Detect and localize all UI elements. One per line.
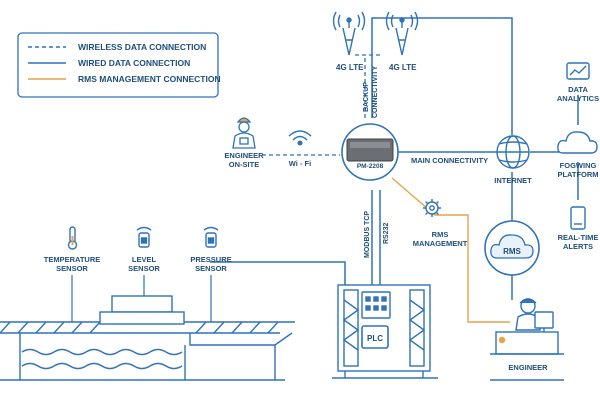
backup-label-2: CONNECTIVITY	[372, 66, 379, 118]
plc-label: PLC	[367, 334, 383, 343]
main-connectivity-label: MAIN CONNECTIVITY	[411, 156, 488, 165]
gear-icon	[423, 199, 441, 217]
pressure-sensor-icon	[203, 226, 219, 248]
rms-mgmt-label-2: MANAGEMENT	[413, 239, 468, 248]
rms-cloud-label: RMS	[503, 247, 521, 256]
level-label-1: LEVEL	[132, 255, 157, 264]
rms-cloud-node: RMS	[484, 220, 540, 276]
sensor-bus-link	[210, 261, 346, 290]
wifi-label: Wi - Fi	[289, 159, 311, 168]
water-basin	[0, 295, 295, 381]
lte-right-label: 4G LTE	[389, 63, 417, 72]
modbus-label: MODBUS TCP	[364, 211, 371, 258]
lte-left-label: 4G LTE	[336, 63, 364, 72]
sensor-drop-lines	[71, 275, 212, 322]
alerts-label-1: REAL-TIME	[558, 233, 599, 242]
backup-wired-link	[371, 17, 513, 135]
fogwing-label-1: FOGWING	[560, 161, 597, 170]
rms-management-link	[391, 177, 510, 323]
lte-tower-left	[332, 11, 366, 56]
engineer-onsite-label-1: ENGINEER	[224, 151, 264, 160]
engineer-onsite-icon	[232, 117, 256, 149]
engineer-label: ENGINEER	[508, 363, 548, 372]
legend-box	[17, 32, 219, 98]
data-analytics-label-2: ANALYTICS	[557, 94, 599, 103]
router-model: PM-2208	[357, 163, 384, 170]
wifi-icon	[288, 130, 312, 146]
legend-wired-label: WIRED DATA CONNECTION	[78, 58, 190, 68]
legend-wireless-label: WIRELESS DATA CONNECTION	[78, 42, 206, 52]
legend-rms-label: RMS MANAGEMENT CONNECTION	[78, 74, 221, 84]
rms-mgmt-label-1: RMS	[432, 230, 449, 239]
monitor-icon	[566, 62, 590, 80]
internet-label: INTERNET	[494, 176, 532, 185]
legend: WIRELESS DATA CONNECTION WIRED DATA CONN…	[17, 32, 221, 98]
level-sensor-icon	[136, 226, 152, 248]
fogwing-label-2: PLATFORM	[557, 170, 598, 179]
connections	[210, 17, 579, 323]
engineer-desk-icon	[490, 298, 564, 381]
temperature-label-1: TEMPERATURE	[44, 255, 101, 264]
rs232-label: RS232	[383, 222, 390, 244]
smartphone-icon	[570, 206, 586, 230]
thermometer-icon	[67, 226, 78, 250]
fogwing-cloud-icon	[557, 131, 598, 154]
level-label-2: SENSOR	[128, 264, 160, 273]
alerts-label-2: ALERTS	[563, 242, 593, 251]
temperature-label-2: SENSOR	[56, 264, 88, 273]
internet-globe-icon	[496, 135, 530, 169]
pressure-label-2: SENSOR	[195, 264, 227, 273]
engineer-onsite-label-2: ON-SITE	[229, 160, 259, 169]
plc-cabinet	[332, 284, 438, 379]
backup-label-1: BACKUP	[363, 82, 370, 112]
lte-tower-right	[385, 11, 419, 56]
router-node[interactable]: PM-2208	[341, 123, 399, 181]
rms-cloud-icon	[490, 234, 534, 259]
pressure-label-1: PRESSURE	[190, 255, 231, 264]
data-analytics-label-1: DATA	[568, 85, 588, 94]
